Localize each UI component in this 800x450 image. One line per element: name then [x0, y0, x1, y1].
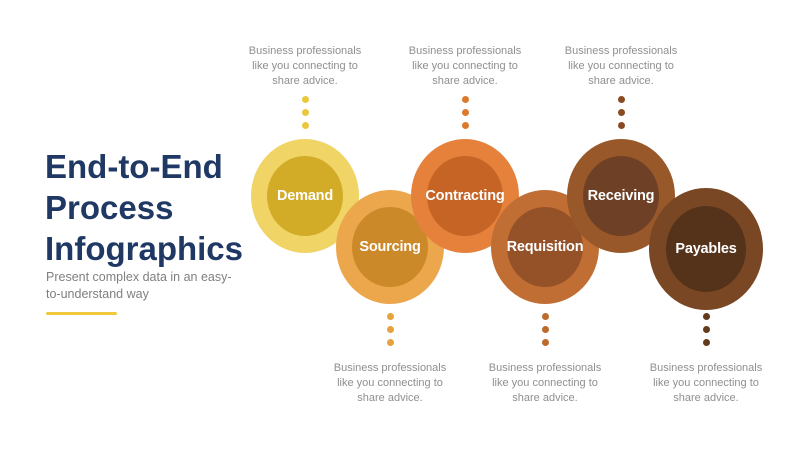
connector-dot: [617, 109, 625, 116]
connector-dot: [541, 339, 549, 346]
title-underline-accent: [46, 312, 117, 315]
step-caption: Business professionals like you connecti…: [390, 44, 540, 89]
caption-line: like you connecting to: [337, 377, 443, 389]
step-circle-inner: [666, 206, 746, 292]
page-title: End-to-End Process Infographics: [45, 146, 280, 269]
step-circle-inner: [583, 156, 659, 236]
caption-line: Business professionals: [649, 362, 763, 374]
step-label: Requisition: [506, 239, 584, 255]
connector-dot: [386, 313, 394, 320]
page-subtitle-line: to-understand way: [46, 287, 149, 301]
step-circle-inner: [427, 156, 503, 236]
page-title-line: End-to-End: [45, 148, 223, 185]
connector-dot: [702, 313, 710, 320]
caption-line: like you connecting to: [568, 60, 674, 72]
connector-dot: [386, 339, 394, 346]
connector-dot: [461, 96, 469, 103]
step-circle-receiving: Receiving: [567, 139, 675, 253]
connector-dots: [301, 96, 309, 129]
step-circle-payables: Payables: [649, 188, 763, 310]
step-circle-contracting: Contracting: [411, 139, 519, 253]
caption-line: like you connecting to: [492, 377, 598, 389]
page-subtitle-line: Present complex data in an easy-: [46, 270, 232, 284]
step-caption: Business professionals like you connecti…: [470, 361, 620, 406]
connector-dot: [461, 122, 469, 129]
caption-line: share advice.: [432, 75, 498, 87]
caption-line: Business professionals: [248, 45, 362, 57]
step-label: Sourcing: [359, 239, 421, 255]
step-circle-sourcing: Sourcing: [336, 190, 444, 304]
step-caption: Business professionals like you connecti…: [631, 361, 781, 406]
connector-dot: [541, 313, 549, 320]
connector-dots: [541, 313, 549, 346]
step-label: Demand: [276, 188, 333, 204]
step-caption: Business professionals like you connecti…: [546, 44, 696, 89]
connector-dots: [386, 313, 394, 346]
step-label: Contracting: [425, 188, 505, 204]
caption-line: like you connecting to: [412, 60, 518, 72]
caption-line: share advice.: [357, 392, 423, 404]
caption-line: like you connecting to: [252, 60, 358, 72]
title-block: End-to-End Process Infographics: [45, 146, 280, 269]
step-circle-inner: [507, 207, 583, 287]
connector-dot: [301, 122, 309, 129]
caption-line: share advice.: [673, 392, 739, 404]
connector-dot: [617, 96, 625, 103]
connector-dot: [702, 326, 710, 333]
page-title-line: Process: [45, 189, 174, 226]
caption-line: share advice.: [588, 75, 654, 87]
connector-dot: [386, 326, 394, 333]
page-title-line: Infographics: [45, 230, 244, 267]
connector-dot: [461, 109, 469, 116]
step-caption: Business professionals like you connecti…: [230, 44, 380, 89]
caption-line: Business professionals: [333, 362, 447, 374]
caption-line: Business professionals: [408, 45, 522, 57]
caption-line: Business professionals: [488, 362, 602, 374]
connector-dot: [301, 109, 309, 116]
caption-line: share advice.: [272, 75, 338, 87]
connector-dot: [541, 326, 549, 333]
connector-dot: [617, 122, 625, 129]
caption-line: Business professionals: [564, 45, 678, 57]
page-subtitle: Present complex data in an easy- to-unde…: [46, 269, 276, 303]
connector-dots: [461, 96, 469, 129]
step-circle-inner: [267, 156, 343, 236]
connector-dots: [702, 313, 710, 346]
connector-dot: [702, 339, 710, 346]
step-caption: Business professionals like you connecti…: [315, 361, 465, 406]
caption-line: like you connecting to: [653, 377, 759, 389]
step-label: Receiving: [587, 188, 655, 204]
caption-line: share advice.: [512, 392, 578, 404]
step-label: Payables: [675, 241, 737, 257]
connector-dot: [301, 96, 309, 103]
connector-dots: [617, 96, 625, 129]
